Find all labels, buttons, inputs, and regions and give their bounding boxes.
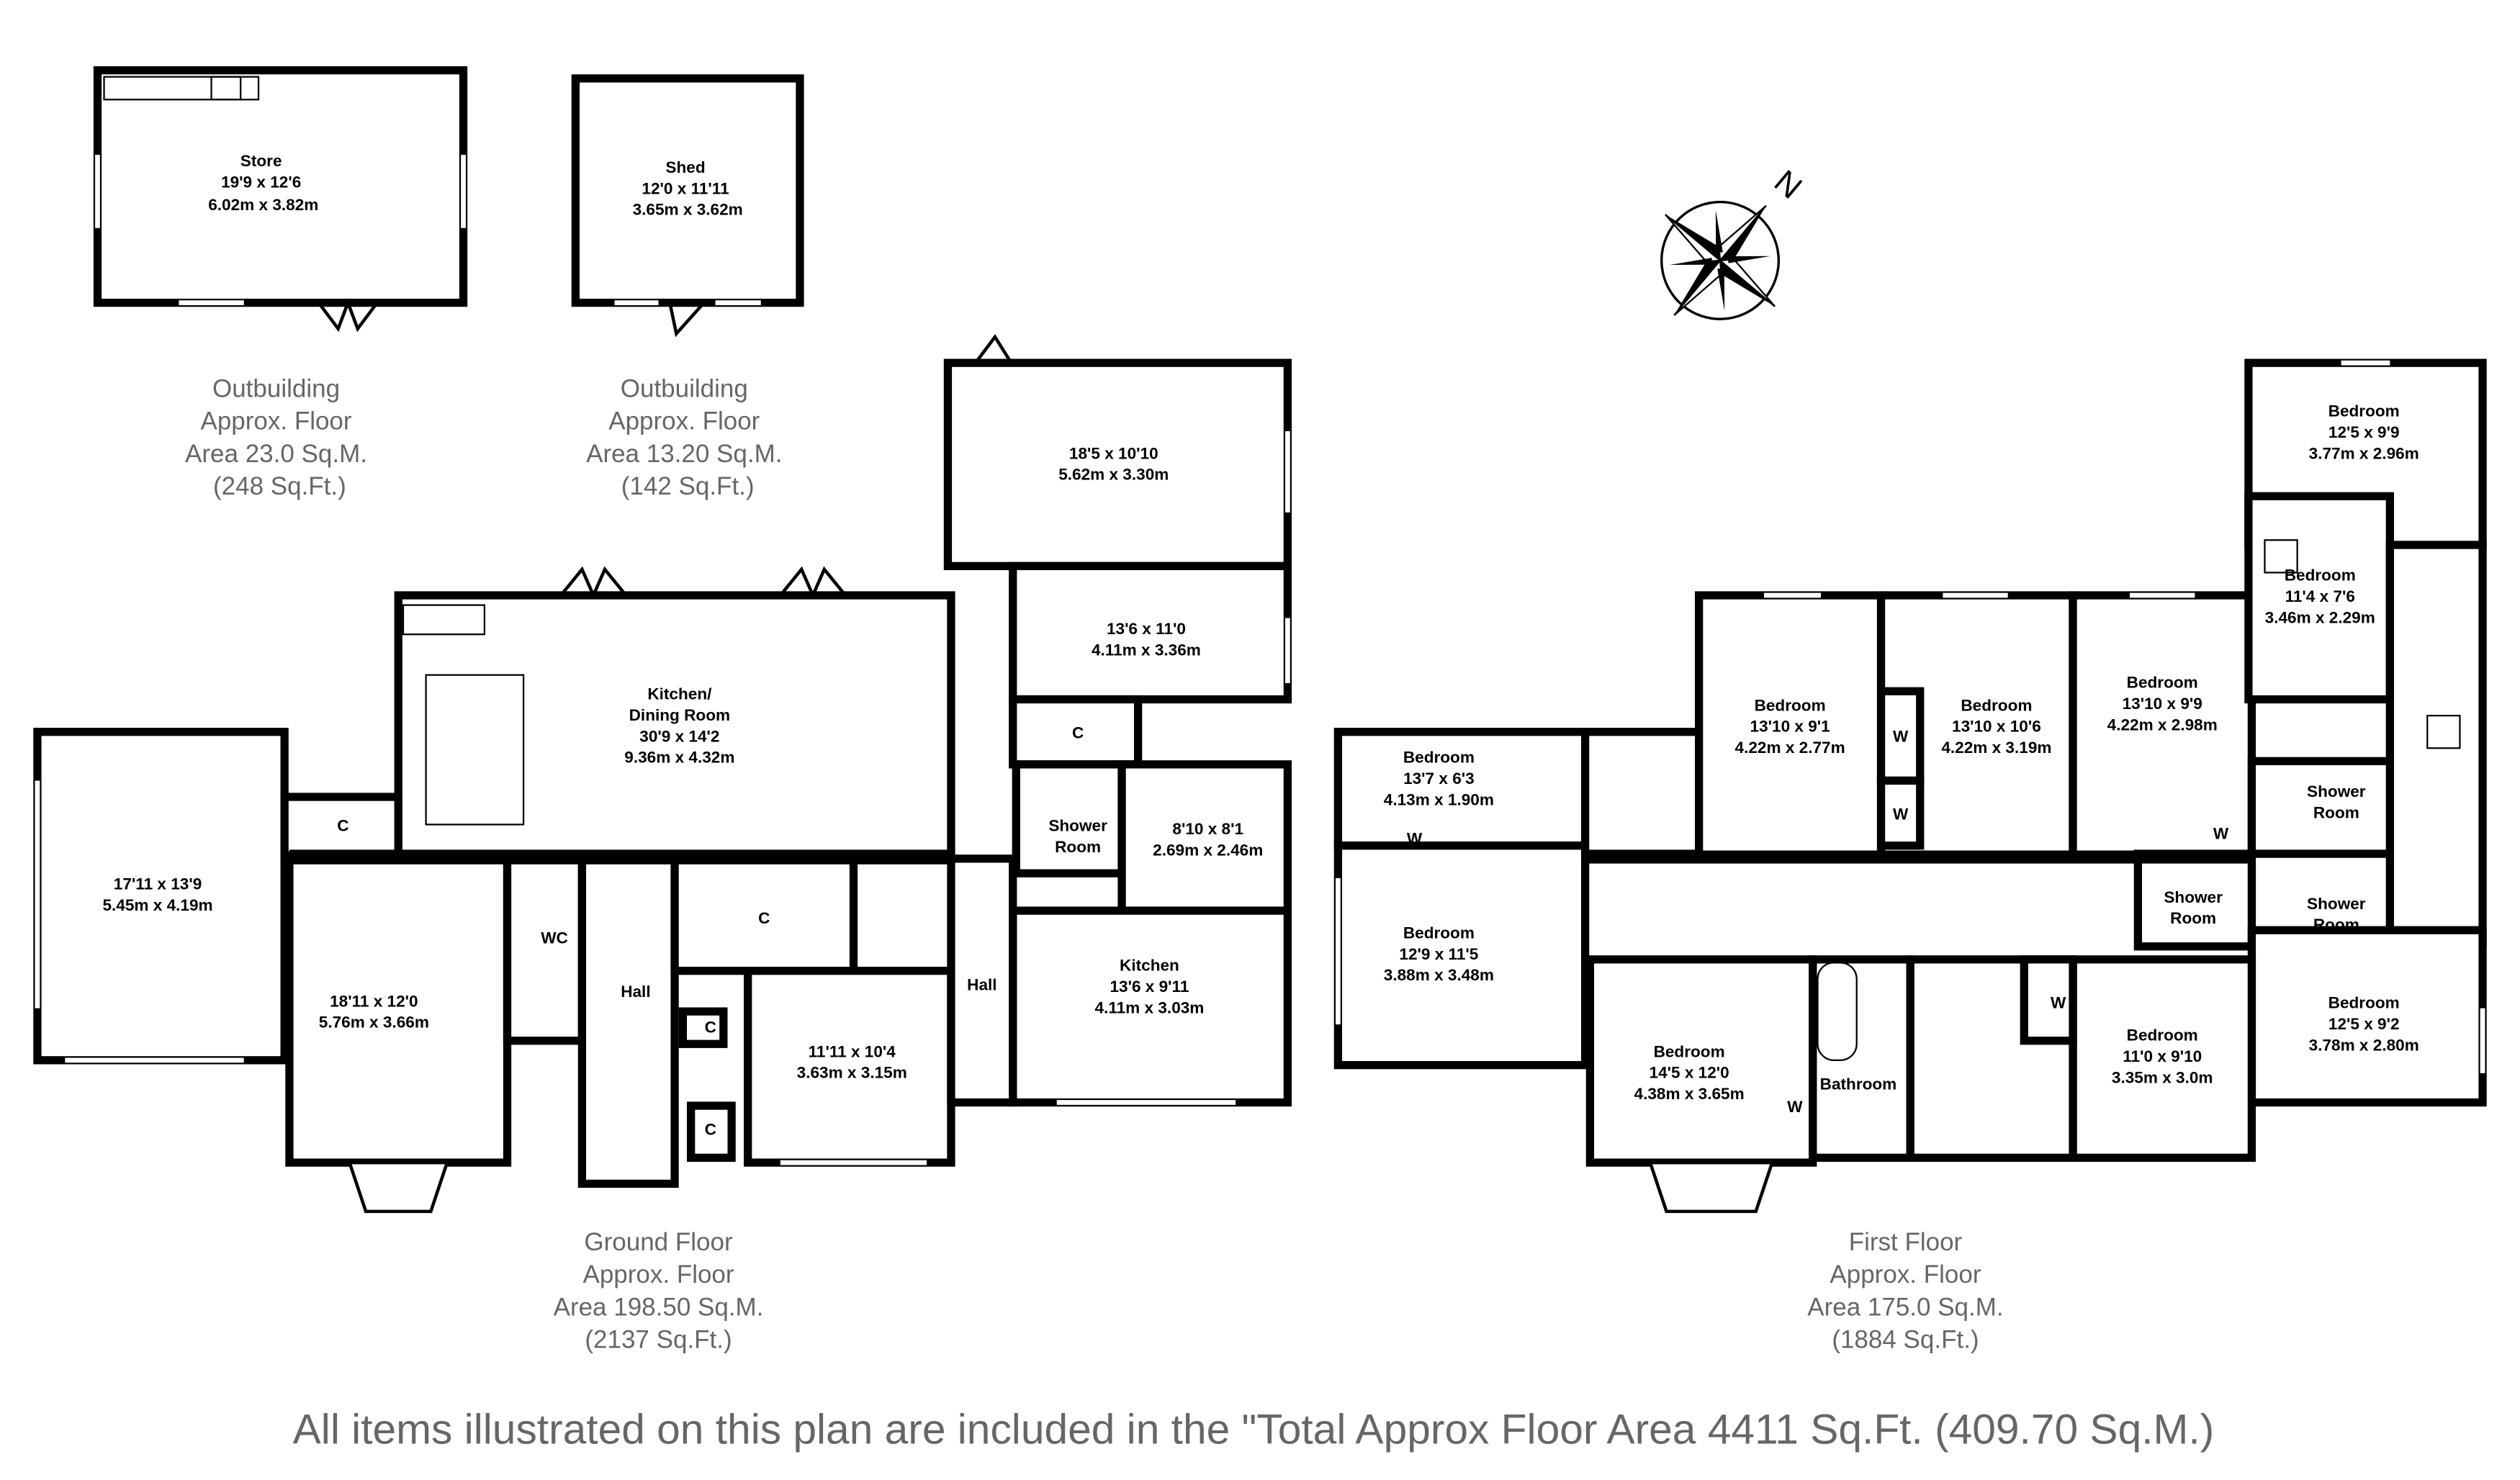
compass-icon bbox=[1660, 200, 1781, 320]
cupboard-label: C bbox=[337, 816, 348, 834]
shed-area: Outbuilding Approx. Floor Area 13.20 Sq.… bbox=[586, 375, 789, 500]
cupboard-label: C bbox=[758, 909, 770, 927]
shed-outbuilding: Shed 12'0 x 11'11 3.65m x 3.62m Outbuild… bbox=[571, 74, 804, 500]
wardrobe-label: W bbox=[1893, 727, 1909, 745]
wardrobe-label: W bbox=[1787, 1098, 1803, 1116]
cupboard-label: C bbox=[705, 1018, 716, 1036]
cupboard-label: C bbox=[705, 1121, 716, 1139]
bathroom-label: Bathroom bbox=[1820, 1075, 1897, 1093]
wc-label: WC bbox=[541, 929, 568, 947]
hall-label: Hall bbox=[967, 976, 996, 994]
wardrobe-label: W bbox=[1407, 830, 1423, 848]
first-floor-plan bbox=[1333, 358, 2487, 1214]
cupboard-label: C bbox=[1072, 724, 1084, 742]
store-label: Store 19'9 x 12'6 6.02m x 3.82m bbox=[208, 152, 318, 214]
hall-label: Hall bbox=[621, 983, 650, 1001]
store-area: Outbuilding Approx. Floor Area 23.0 Sq.M… bbox=[185, 375, 374, 500]
shed-label: Shed 12'0 x 11'11 3.65m x 3.62m bbox=[633, 158, 743, 219]
compass-north-label: N bbox=[1768, 163, 1809, 206]
ground-floor-plan bbox=[33, 334, 1292, 1214]
wardrobe-label: W bbox=[2213, 825, 2229, 843]
wardrobe-label: W bbox=[1893, 806, 1909, 824]
store-outbuilding: Store 19'9 x 12'6 6.02m x 3.82m Outbuild… bbox=[93, 66, 468, 500]
wardrobe-label: W bbox=[2051, 994, 2066, 1012]
total-area-footer: All items illustrated on this plan are i… bbox=[293, 1407, 2215, 1453]
